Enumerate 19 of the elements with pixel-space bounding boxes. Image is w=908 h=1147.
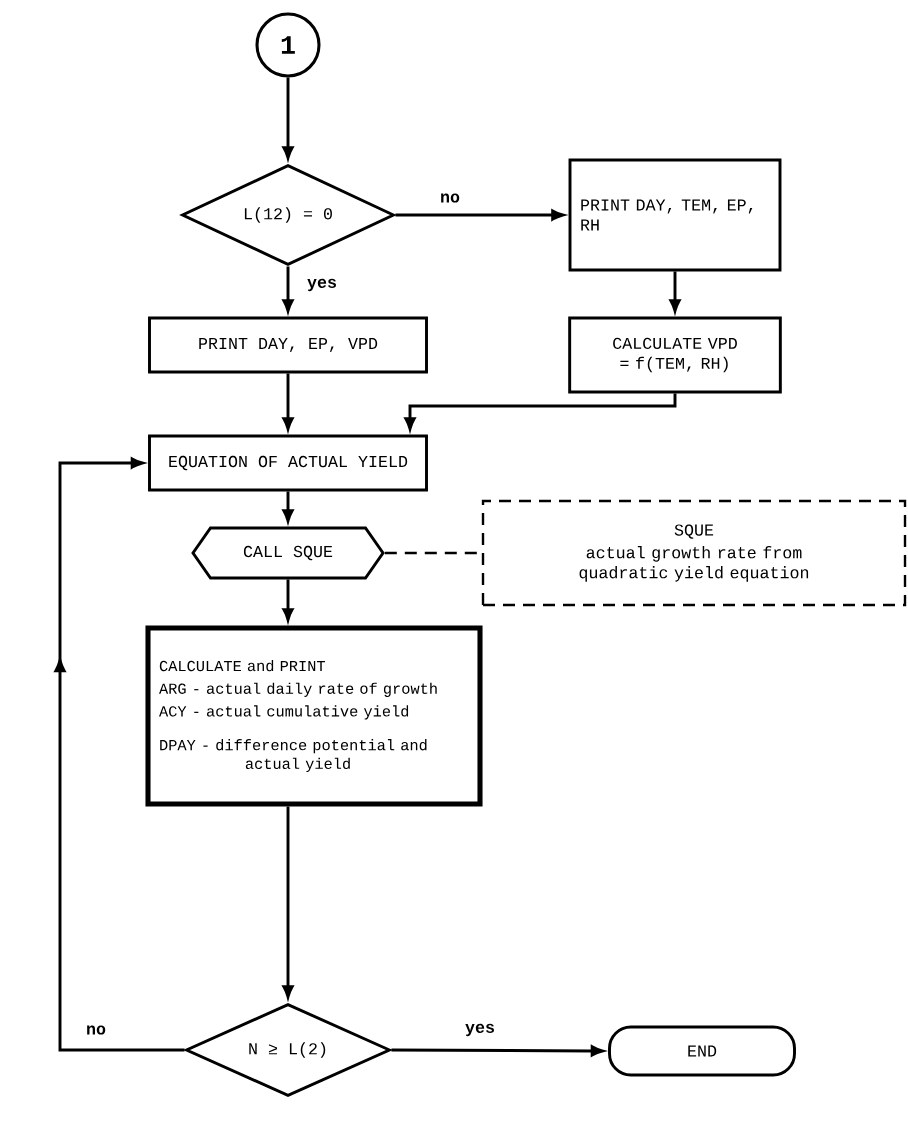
edge-label: yes	[463, 1022, 497, 1038]
arrow	[282, 579, 294, 622]
process-box: PRINT DAY, EP, VPD	[148, 316, 428, 374]
edge-label: no	[438, 192, 462, 204]
arrow	[54, 457, 185, 1052]
arrow	[395, 209, 565, 221]
arrow	[282, 491, 294, 523]
arrow	[282, 266, 294, 313]
edge-label: yes	[305, 277, 339, 293]
arrow	[282, 373, 294, 431]
process-box: CALCULATE VPD = f(TEM, RH)	[568, 316, 782, 394]
annotation-box: SQUE actual growth rate from quadratic yield equation	[481, 499, 907, 607]
process-box: CALCULATE and PRINT ARG - actual daily rate of growth ACY - actual cumulative yield DPAY - difference potential and actual yield	[145, 625, 483, 807]
arrow	[404, 393, 677, 431]
process-box: EQUATION OF ACTUAL YIELD	[148, 434, 428, 492]
edge-label: no	[84, 1024, 108, 1036]
subroutine-hexagon: CALL SQUE	[191, 526, 385, 580]
terminal-box: END	[608, 1025, 796, 1077]
process-box: PRINT DAY, TEM, EP, RH	[568, 158, 782, 272]
